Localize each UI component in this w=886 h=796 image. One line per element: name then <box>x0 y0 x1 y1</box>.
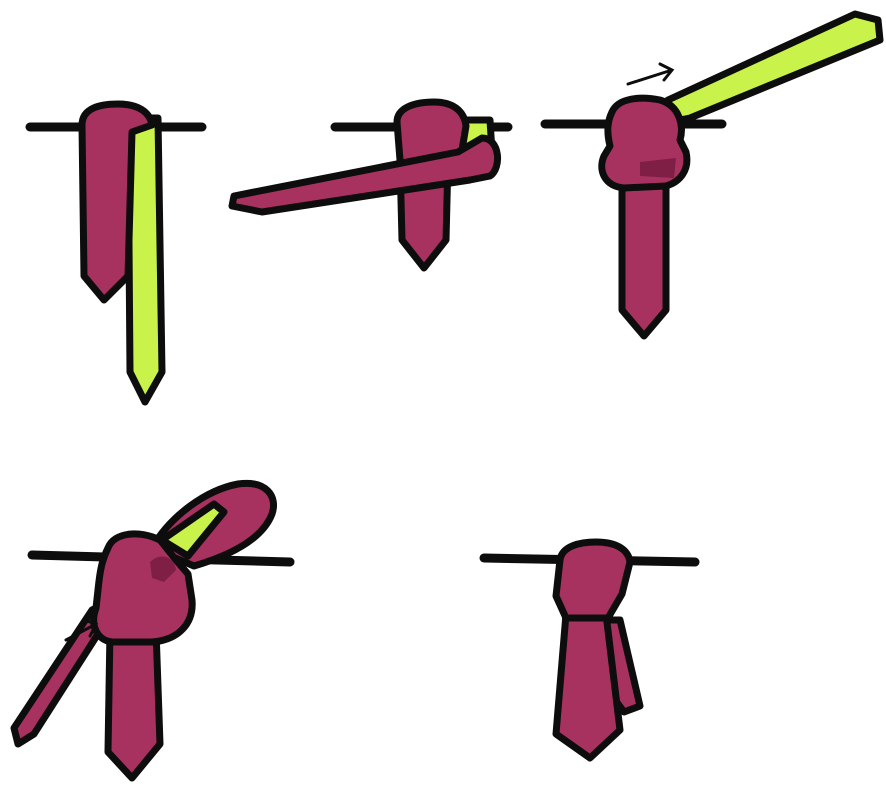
front-blade <box>556 614 620 758</box>
wide-end-blade <box>108 630 160 778</box>
step-3-up-through-loop <box>545 14 880 336</box>
narrow-end <box>668 14 880 122</box>
step-1-start <box>30 104 202 402</box>
knot-body <box>556 542 630 618</box>
step-2-cross-over <box>232 102 508 268</box>
wide-end-blade <box>622 182 666 336</box>
wide-end-crossing <box>232 138 498 212</box>
step-5-finished-knot <box>484 542 695 758</box>
direction-arrow <box>628 64 672 84</box>
step-4-down-through-front <box>14 483 290 778</box>
